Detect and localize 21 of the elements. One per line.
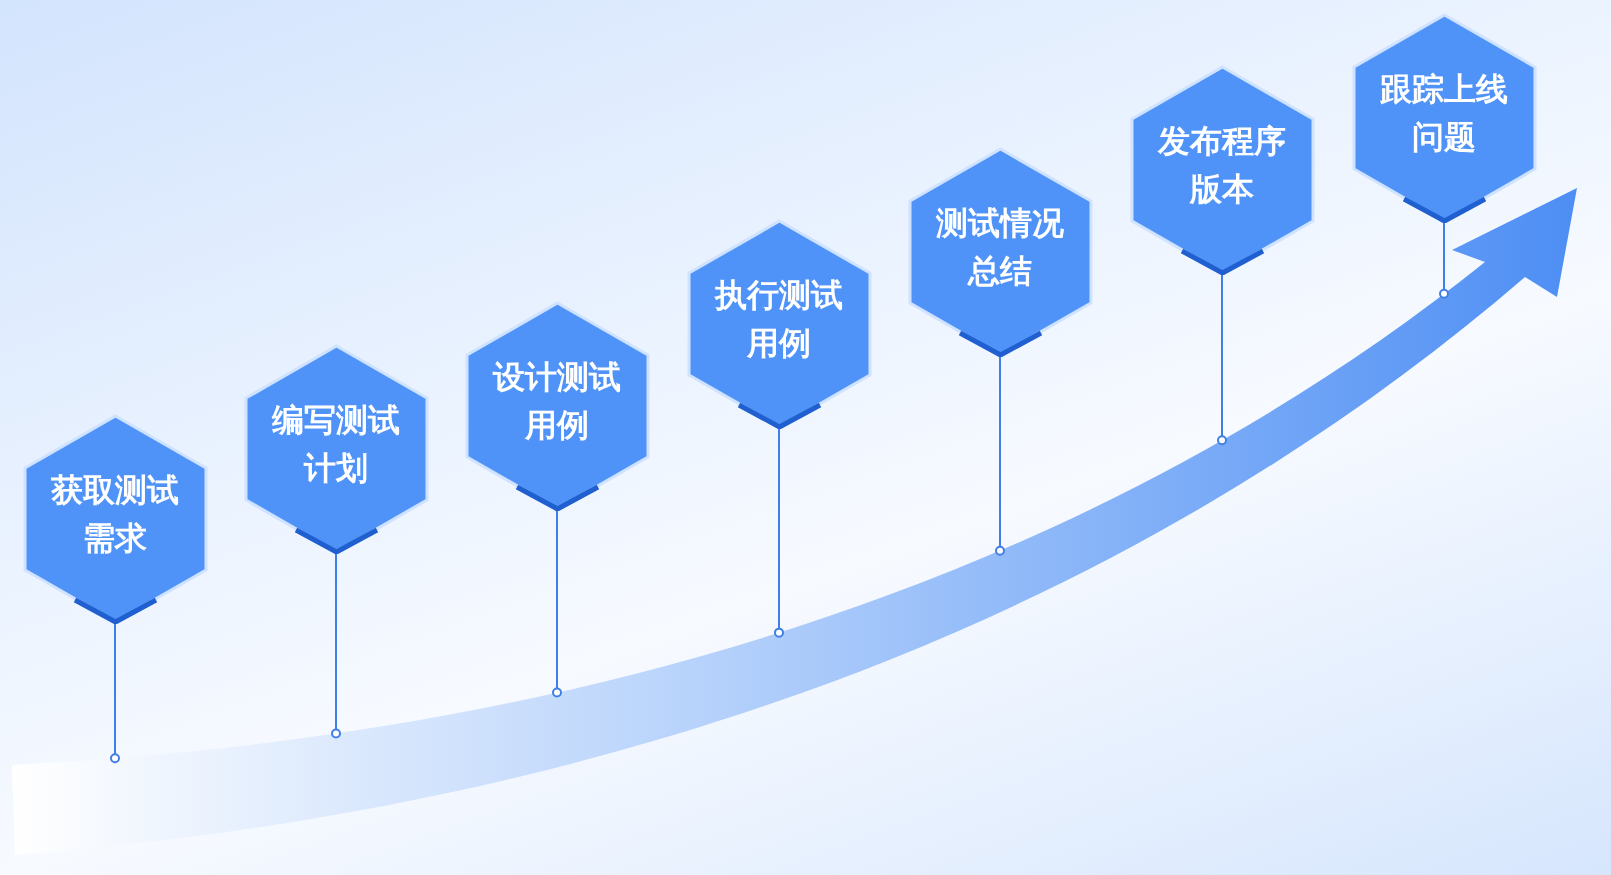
step-label: 执行测试用例 — [713, 275, 844, 365]
step-label: 设计测试用例 — [491, 357, 622, 447]
step-label: 测试情况总结 — [935, 203, 1065, 293]
hexagon — [1351, 13, 1537, 223]
leader-line — [774, 428, 784, 638]
leader-line — [995, 356, 1005, 556]
hexagon — [686, 219, 872, 429]
step-label: 获取测试需求 — [50, 470, 180, 560]
step-label: 跟踪上线问题 — [1379, 69, 1509, 159]
step-label: 编写测试计划 — [271, 400, 401, 490]
leader-line — [1439, 222, 1449, 299]
leader-line — [1217, 274, 1227, 446]
hexagon — [22, 414, 208, 624]
step-label: 发布程序版本 — [1156, 121, 1287, 211]
leader-line — [331, 553, 341, 739]
hexagon — [464, 301, 650, 511]
leader-line — [110, 623, 120, 764]
hexagon — [907, 147, 1093, 357]
leader-line — [552, 510, 562, 698]
hexagon — [1129, 65, 1315, 275]
hexagon — [243, 344, 429, 554]
